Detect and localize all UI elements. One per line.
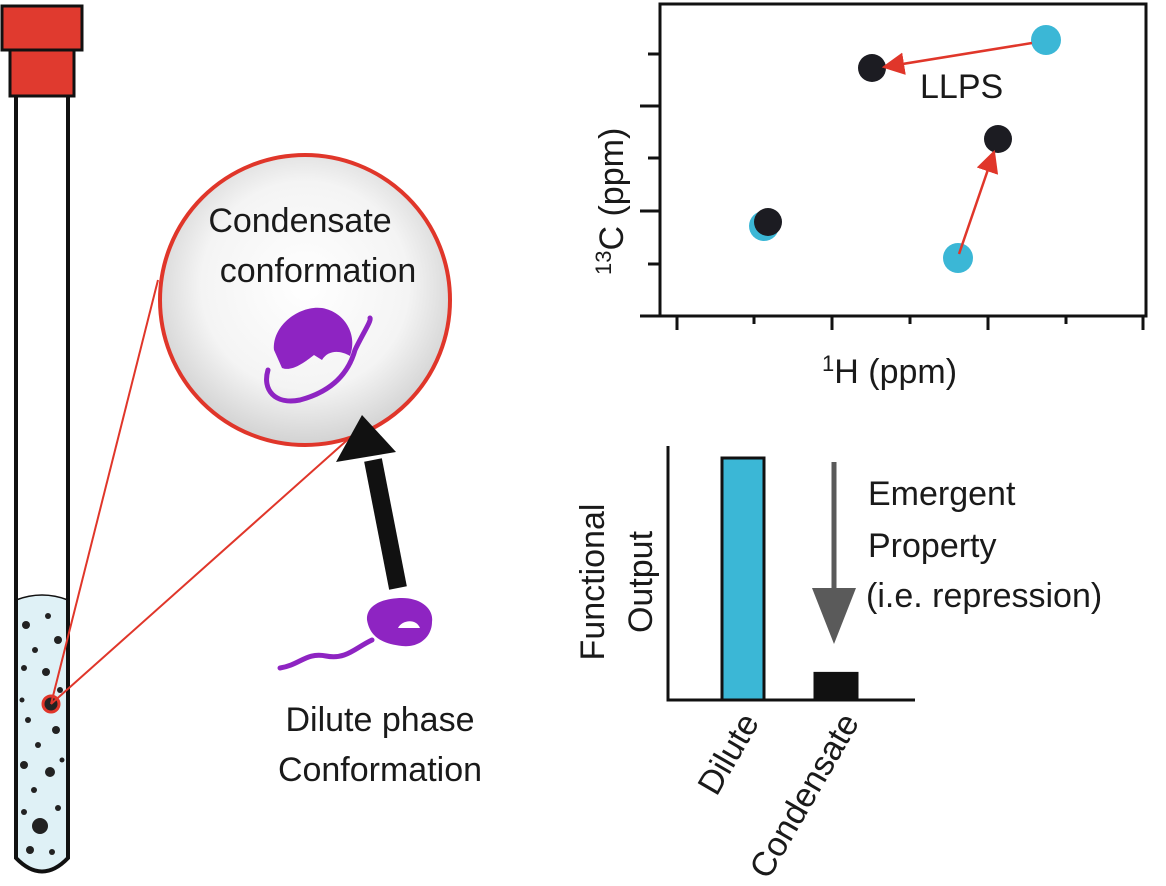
dilute-peak [943, 243, 973, 273]
emergent-label-line2: Property [868, 527, 997, 565]
nmr-ylabel-text: C (ppm) [593, 128, 631, 251]
bar-ylabel-line1: Functional [574, 504, 612, 661]
condensate-peak [858, 54, 886, 82]
shift-arrow [957, 149, 999, 255]
tube-body [14, 92, 70, 874]
condensate-droplets [19, 613, 65, 855]
nmr-xlabel: 1H (ppm) [822, 351, 957, 391]
emergent-arrow [812, 462, 856, 644]
nmr-xlabel-text: H (ppm) [834, 353, 957, 391]
bubble-label-line1: Condensate [208, 202, 391, 240]
transition-arrow [336, 415, 407, 590]
tube-liquid [16, 595, 68, 872]
nmr-xlabel-sup: 1 [822, 351, 834, 376]
shift-arrow [881, 41, 1033, 75]
test-tube-icon [0, 4, 84, 874]
tube-cap [0, 4, 84, 98]
nmr-plot-frame [658, 2, 1148, 318]
nmr-annotation: LLPS [920, 68, 1003, 106]
condensate-peak [754, 208, 782, 236]
zoom-lines [50, 279, 373, 705]
condensate-peak [984, 125, 1012, 153]
dilute-label-line2: Conformation [278, 751, 482, 789]
bar-marks [720, 456, 859, 702]
nmr-ylabel-sup: 13 [591, 251, 616, 275]
extended-protein-icon [277, 598, 433, 671]
emergent-label-line1: Emergent [868, 475, 1016, 513]
emergent-label-line3: (i.e. repression) [866, 577, 1102, 615]
dilute-label-line1: Dilute phase [285, 701, 474, 739]
dilute-peak [1031, 25, 1061, 55]
bar-dilute [720, 456, 766, 702]
nmr-plot: LLPS 1H (ppm) 13C (ppm) [591, 2, 1148, 391]
bar-axes [666, 446, 915, 702]
bar-ylabel-line2: Output [622, 530, 660, 633]
nmr-x-ticks [675, 316, 1145, 330]
nmr-marks [749, 25, 1061, 273]
bar-condensate [813, 671, 859, 702]
bar-tick-label: Dilute [691, 707, 767, 801]
nmr-ylabel: 13C (ppm) [591, 128, 631, 275]
folded-protein-icon [264, 307, 373, 404]
condensate-bubble: Condensate conformation [158, 153, 452, 447]
bubble-label-line2: conformation [220, 252, 417, 290]
nmr-y-ticks [640, 52, 660, 318]
